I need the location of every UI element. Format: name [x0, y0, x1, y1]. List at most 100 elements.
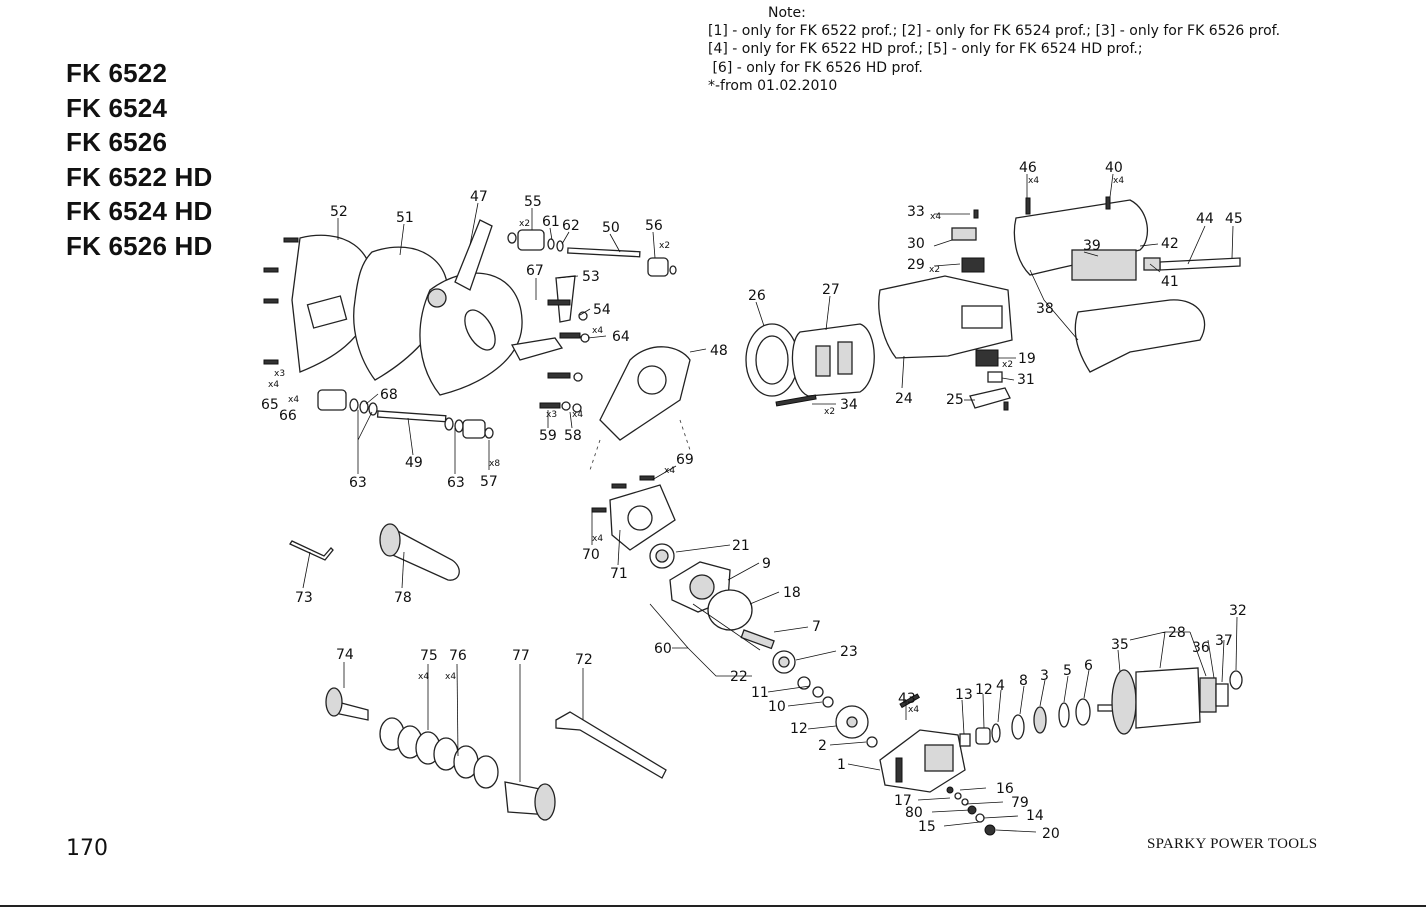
model-name: FK 6522 [66, 58, 168, 88]
aux-handle-78 [385, 527, 460, 581]
callout-label: 53 [582, 269, 600, 285]
screw-46 [1025, 197, 1031, 215]
note-line: [4] - only for FK 6522 HD prof.; [5] - o… [708, 41, 1143, 58]
callout-label: 31 [1017, 372, 1035, 388]
quantity-label: x3 [546, 410, 557, 420]
screw-40 [1105, 196, 1111, 210]
callout-label: 22 [730, 669, 748, 685]
callout-label: 12 [790, 721, 808, 737]
callout-label: 43 [898, 691, 916, 707]
quantity-label: x2 [824, 407, 835, 417]
callout-label: 39 [1083, 238, 1101, 254]
page-number: 170 [66, 836, 108, 861]
callout-label: 18 [783, 585, 801, 601]
note-line: [6] - only for FK 6526 HD prof. [708, 59, 923, 76]
callout-label: 56 [645, 218, 663, 234]
callout-label: 37 [1215, 633, 1233, 649]
callout-label: 65 [261, 397, 279, 413]
accessories [289, 523, 667, 821]
callout-label: 76 [449, 648, 467, 664]
brand-footer: SPARKY POWER TOOLS [1147, 836, 1318, 852]
callout-label: 38 [1036, 301, 1054, 317]
quantity-label: x2 [929, 265, 940, 275]
callout-label: 69 [676, 452, 694, 468]
bottom-divider [0, 905, 1426, 907]
callout-label: 51 [396, 210, 414, 226]
callout-label: 32 [1229, 603, 1247, 619]
model-name: FK 6526 [66, 127, 168, 158]
oring-18 [707, 589, 753, 631]
callout-label: 45 [1225, 211, 1243, 227]
callout-label: 67 [526, 263, 544, 279]
callout-label: 40 [1105, 160, 1123, 176]
callout-label: 48 [710, 343, 728, 359]
callout-label: 55 [524, 194, 542, 210]
callout-label: 46 [1019, 160, 1037, 176]
callout-label: 60 [654, 641, 672, 657]
note-line: [1] - only for FK 6522 prof.; [2] - only… [708, 23, 1281, 40]
callout-label: 5 [1063, 663, 1072, 679]
quantity-label: x3 [274, 369, 285, 379]
cover-25 [969, 387, 1011, 409]
note-block: Note: [1] - only for FK 6522 prof.; [2] … [708, 4, 1280, 95]
model-name: FK 6526 HD [66, 230, 213, 261]
callout-label: 11 [751, 685, 769, 701]
guard-assembly [263, 219, 691, 471]
callout-label: 27 [822, 282, 840, 298]
callout-label: 78 [394, 590, 412, 606]
callout-label: 33 [907, 204, 925, 220]
quantity-label: x4 [418, 672, 429, 682]
callout-label: 41 [1161, 274, 1179, 290]
callout-label: 26 [748, 288, 766, 304]
handle-assembly [1013, 196, 1241, 373]
callout-label: 13 [955, 687, 973, 703]
callout-label: 1 [837, 757, 846, 773]
callout-label: 63 [447, 475, 465, 491]
stator-27 [791, 323, 875, 397]
hex-key-73 [289, 540, 334, 561]
callout-label: 44 [1196, 211, 1214, 227]
quantity-label: x4 [930, 212, 941, 222]
callout-label: 73 [295, 590, 313, 606]
quantity-label: x2 [659, 241, 670, 251]
plate-48 [599, 346, 691, 441]
callout-label: 14 [1026, 808, 1044, 824]
callout-label: 12 [975, 682, 993, 698]
callout-label: 25 [946, 392, 964, 408]
quantity-label: x4 [908, 705, 919, 715]
flanges-75-76 [379, 717, 499, 789]
callout-label: 9 [762, 556, 771, 572]
callout-label: 63 [349, 475, 367, 491]
callout-label: 52 [330, 204, 348, 220]
callout-label: 74 [336, 647, 354, 663]
cover-30 [951, 227, 977, 241]
callout-label: 77 [512, 648, 530, 664]
callout-label: 17 [894, 793, 912, 809]
handle-half-38 [1013, 199, 1149, 276]
quantity-label: x4 [1028, 176, 1039, 186]
callout-label: 23 [840, 644, 858, 660]
note-title: Note: [768, 5, 806, 21]
quantity-label: x4 [1113, 176, 1124, 186]
motor-housing-24 [878, 275, 1013, 359]
armature-fan-35 [1111, 669, 1137, 735]
quantity-label: x4 [445, 672, 456, 682]
callout-label: 16 [996, 781, 1014, 797]
callout-label: 15 [918, 819, 936, 835]
model-list: FK 6522 FK 6524 FK 6526 FK 6522 HD FK 65… [66, 56, 213, 264]
model-name: FK 6522 HD [66, 161, 213, 192]
shaft-50 [507, 229, 677, 277]
model-name: FK 6524 [66, 92, 168, 123]
armature-assembly [959, 667, 1243, 747]
callout-label: 35 [1111, 637, 1129, 653]
note-line: *-from 01.02.2010 [708, 77, 838, 94]
callout-label: 3 [1040, 668, 1049, 684]
callout-label: 66 [279, 408, 297, 424]
screws-65 [263, 237, 299, 365]
brush-holder-29 [961, 257, 985, 273]
motor-assembly [745, 209, 1013, 411]
quantity-label: x4 [288, 395, 299, 405]
callout-label: 2 [818, 738, 827, 754]
callout-label: 28 [1168, 625, 1186, 641]
